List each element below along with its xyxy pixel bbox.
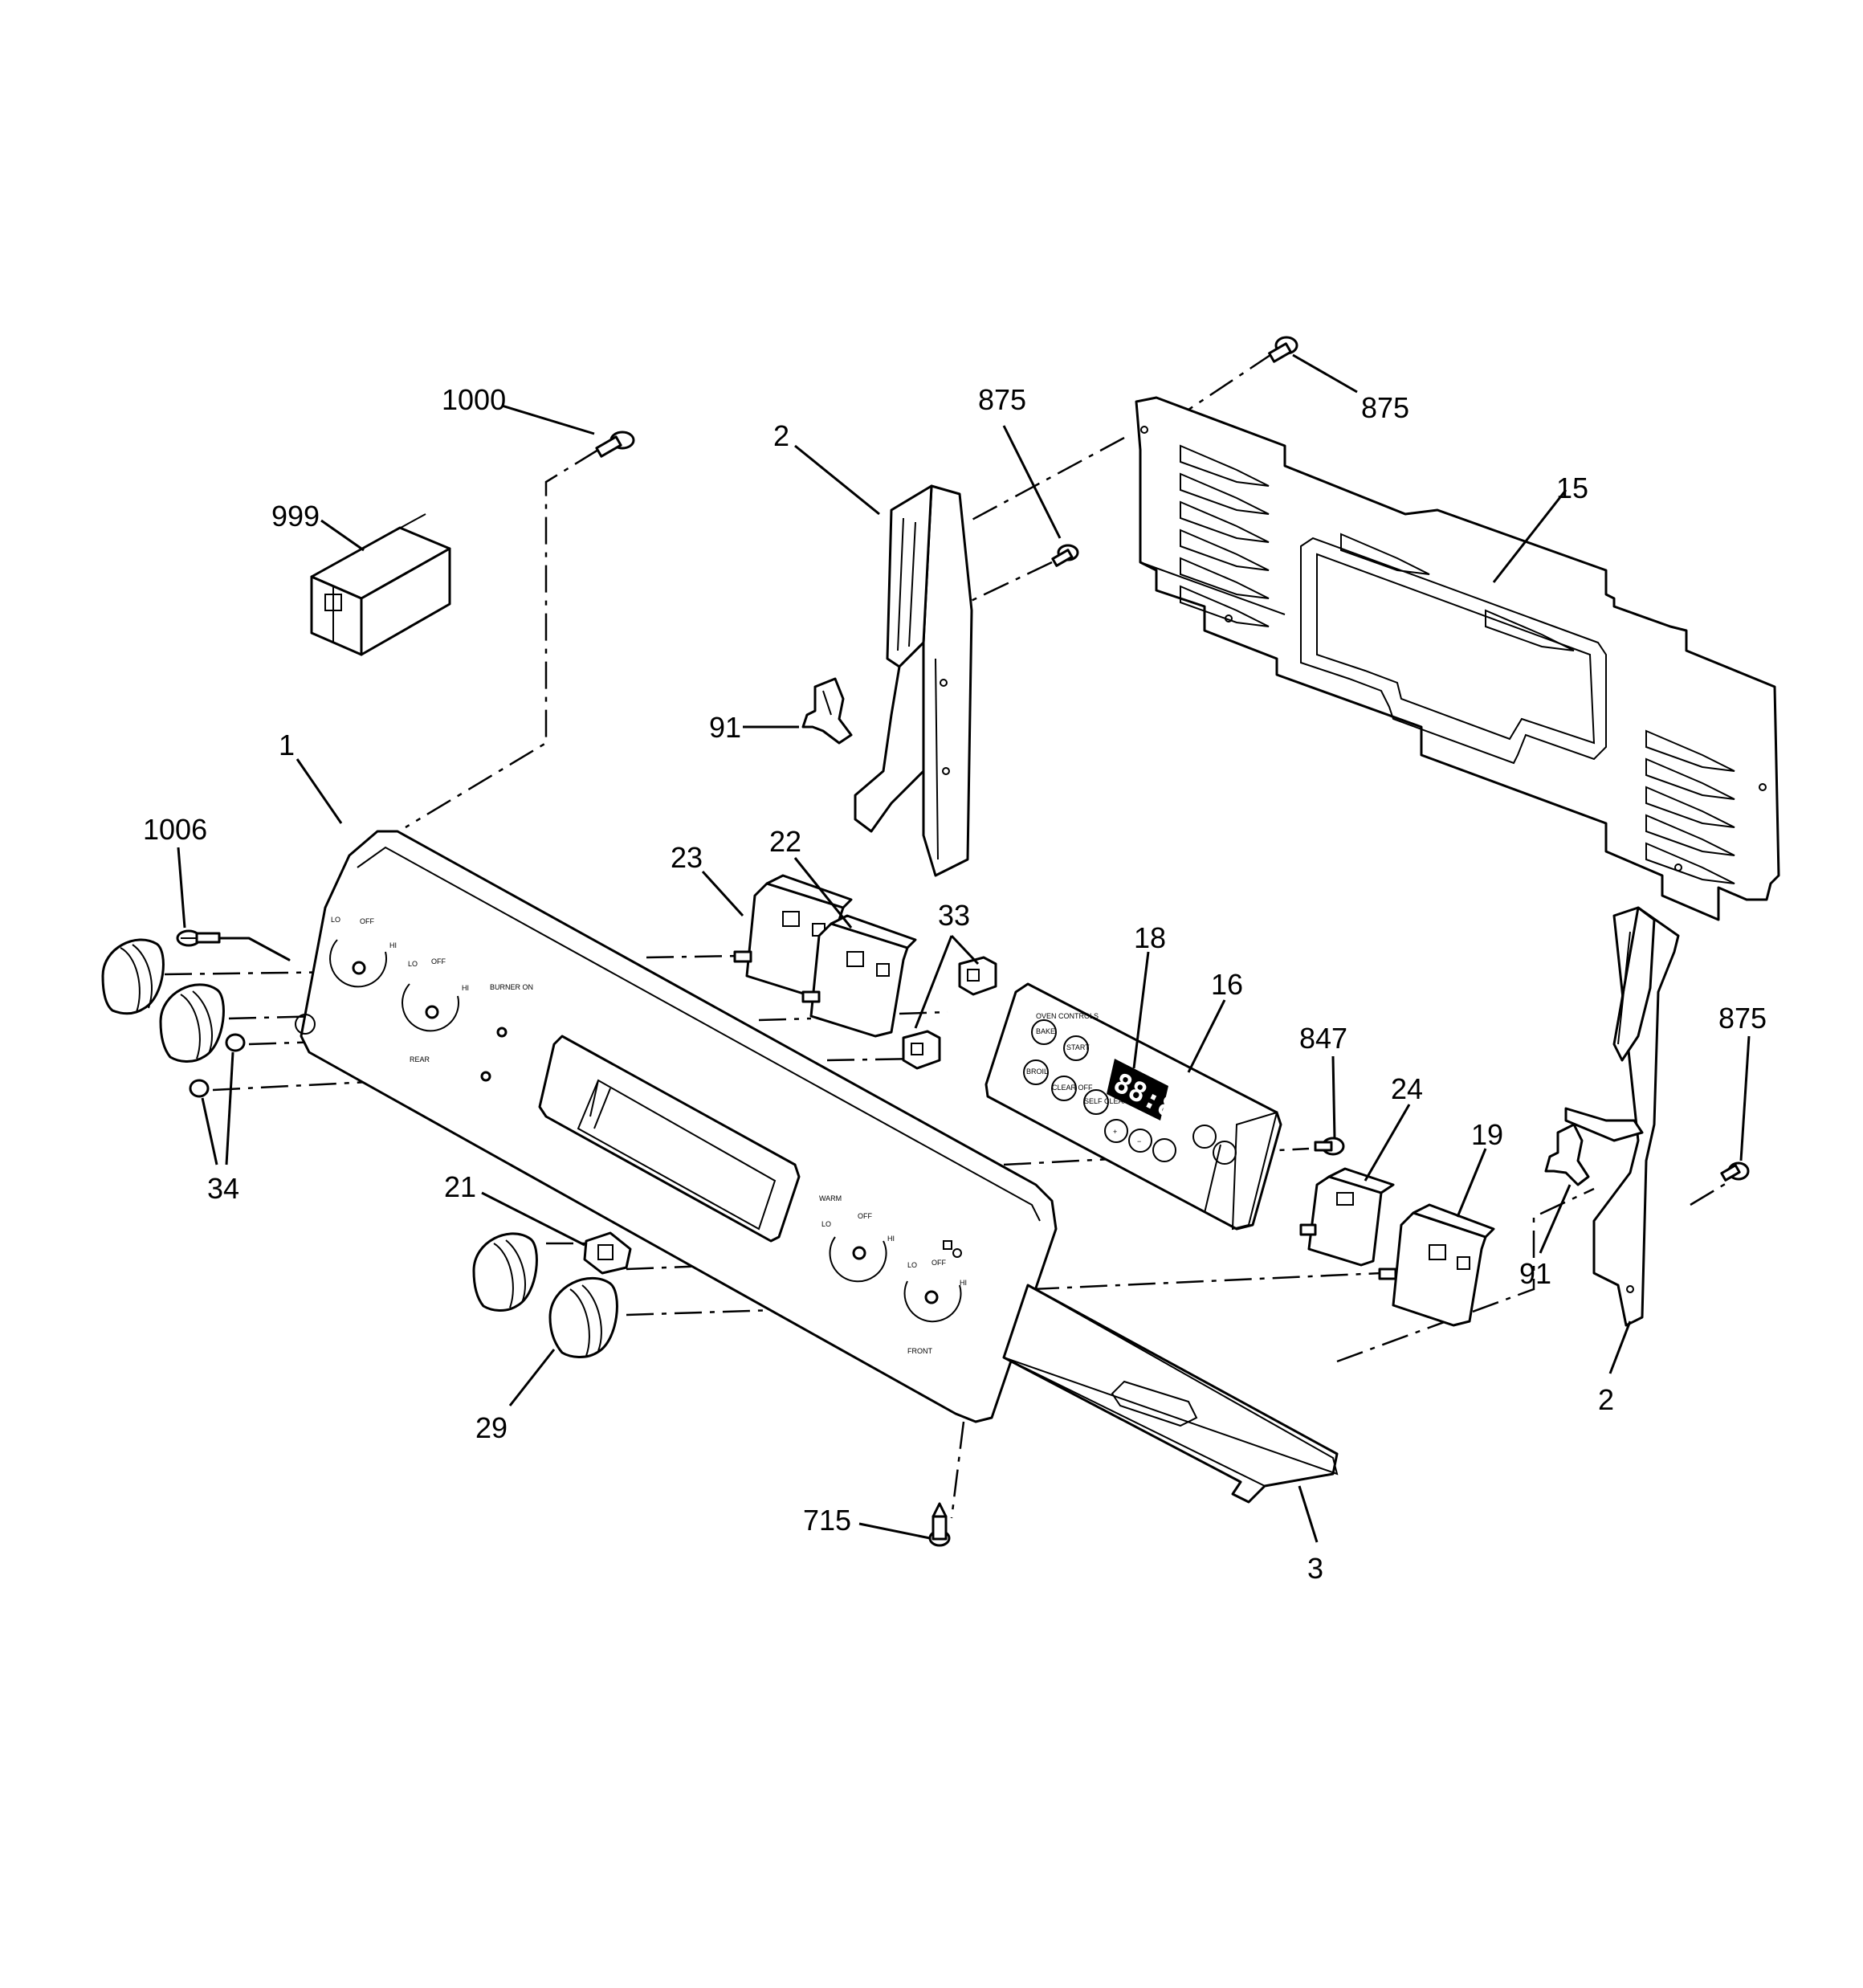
part-16-electronic-control: 88:88 OVEN CONTROLS BAKE START BROIL CLE… (984, 982, 1282, 1231)
panel-label-hi-3: HI (887, 1235, 895, 1243)
panel-label-off-3: OFF (858, 1212, 872, 1220)
panel-label-rear: REAR (410, 1055, 430, 1063)
panel-label-hi-1: HI (389, 941, 397, 949)
part-22-infinite-switch (801, 914, 917, 1038)
panel-label-hi-2: HI (462, 984, 469, 992)
callout-33: 33 (938, 899, 970, 932)
label-minus: − (1137, 1137, 1141, 1145)
callouts: 1000 999 2 875 875 15 91 1 1006 23 22 33… (143, 383, 1767, 1585)
part-2-side-bracket-top (854, 484, 973, 877)
callout-29: 29 (475, 1411, 508, 1444)
callout-15: 15 (1556, 471, 1588, 504)
callout-23: 23 (671, 841, 703, 874)
panel-label-warm: WARM (819, 1194, 842, 1202)
part-1000-screw (595, 431, 635, 458)
panel-label-off-4: OFF (932, 1259, 946, 1267)
panel-label-off-1: OFF (360, 917, 374, 925)
label-oven-controls: OVEN CONTROLS (1036, 1012, 1099, 1020)
part-715-screw (928, 1502, 951, 1547)
part-33-indicator-lamps (902, 956, 997, 1070)
panel-label-front: FRONT (907, 1347, 932, 1355)
label-plus: + (1113, 1128, 1117, 1136)
part-19-infinite-switch (1378, 1203, 1495, 1327)
part-875-screw-mid (1051, 544, 1079, 567)
part-875-screw-right (1720, 1161, 1750, 1182)
part-1006-screw (176, 929, 291, 961)
callout-715: 715 (803, 1504, 851, 1537)
callout-2-right: 2 (1598, 1383, 1614, 1416)
callout-21: 21 (444, 1170, 476, 1203)
callout-1006: 1006 (143, 813, 207, 846)
callout-2-top: 2 (773, 419, 789, 452)
callout-1000: 1000 (442, 383, 506, 416)
callout-875-right: 875 (1718, 1002, 1767, 1035)
part-34-plugs (189, 1033, 246, 1098)
part-875-screw-top (1268, 336, 1298, 363)
callout-3: 3 (1307, 1552, 1323, 1585)
label-start: START (1066, 1043, 1090, 1051)
callout-91-right: 91 (1519, 1257, 1551, 1290)
callout-91-left: 91 (709, 711, 741, 744)
callout-24: 24 (1391, 1072, 1423, 1105)
callout-999: 999 (271, 500, 320, 533)
part-knob-bottom-upper (472, 1232, 538, 1312)
part-knob-left-upper (101, 938, 165, 1015)
label-bake: BAKE (1036, 1027, 1055, 1035)
callout-16: 16 (1211, 968, 1243, 1001)
label-broil: BROIL (1026, 1067, 1048, 1076)
part-999-box (310, 513, 451, 656)
label-self-clean: SELF CLEAN (1084, 1097, 1128, 1105)
callout-22: 22 (769, 825, 801, 858)
control-buttons (1023, 1019, 1237, 1165)
part-3-bottom-trim (1002, 1284, 1339, 1504)
panel-label-lo-4: LO (907, 1261, 917, 1269)
label-clear-off: CLEAR OFF (1052, 1084, 1093, 1092)
callout-34: 34 (207, 1172, 239, 1205)
panel-label-lo-2: LO (408, 960, 418, 968)
callout-19: 19 (1471, 1118, 1503, 1151)
panel-label-lo-3: LO (821, 1220, 831, 1228)
leader-lines (177, 353, 1751, 1543)
part-24-switch (1299, 1167, 1395, 1267)
part-29-knob (548, 1276, 618, 1358)
part-2-side-bracket-right (1564, 906, 1680, 1327)
part-847-screw (1314, 1137, 1345, 1156)
part-15-back-panel (1135, 396, 1780, 921)
panel-label-burner-on: BURNER ON (490, 983, 533, 991)
panel-label-off-2: OFF (431, 957, 446, 965)
panel-label-lo-1: LO (331, 916, 340, 924)
part-91-clip-right (1544, 1123, 1590, 1186)
part-21-rocker-switch (583, 1231, 632, 1275)
part-1-control-panel: OFF LO HI OFF LO HI REAR BURNER ON WARM … (295, 830, 1058, 1423)
callout-18: 18 (1134, 921, 1166, 954)
part-knob-left-lower (159, 983, 225, 1063)
callout-1: 1 (279, 729, 295, 761)
callout-847: 847 (1299, 1022, 1347, 1055)
callout-875-mid: 875 (978, 383, 1026, 416)
part-91-clip-left (801, 677, 853, 745)
panel-label-hi-4: HI (960, 1279, 967, 1287)
callout-875-top: 875 (1361, 391, 1409, 424)
